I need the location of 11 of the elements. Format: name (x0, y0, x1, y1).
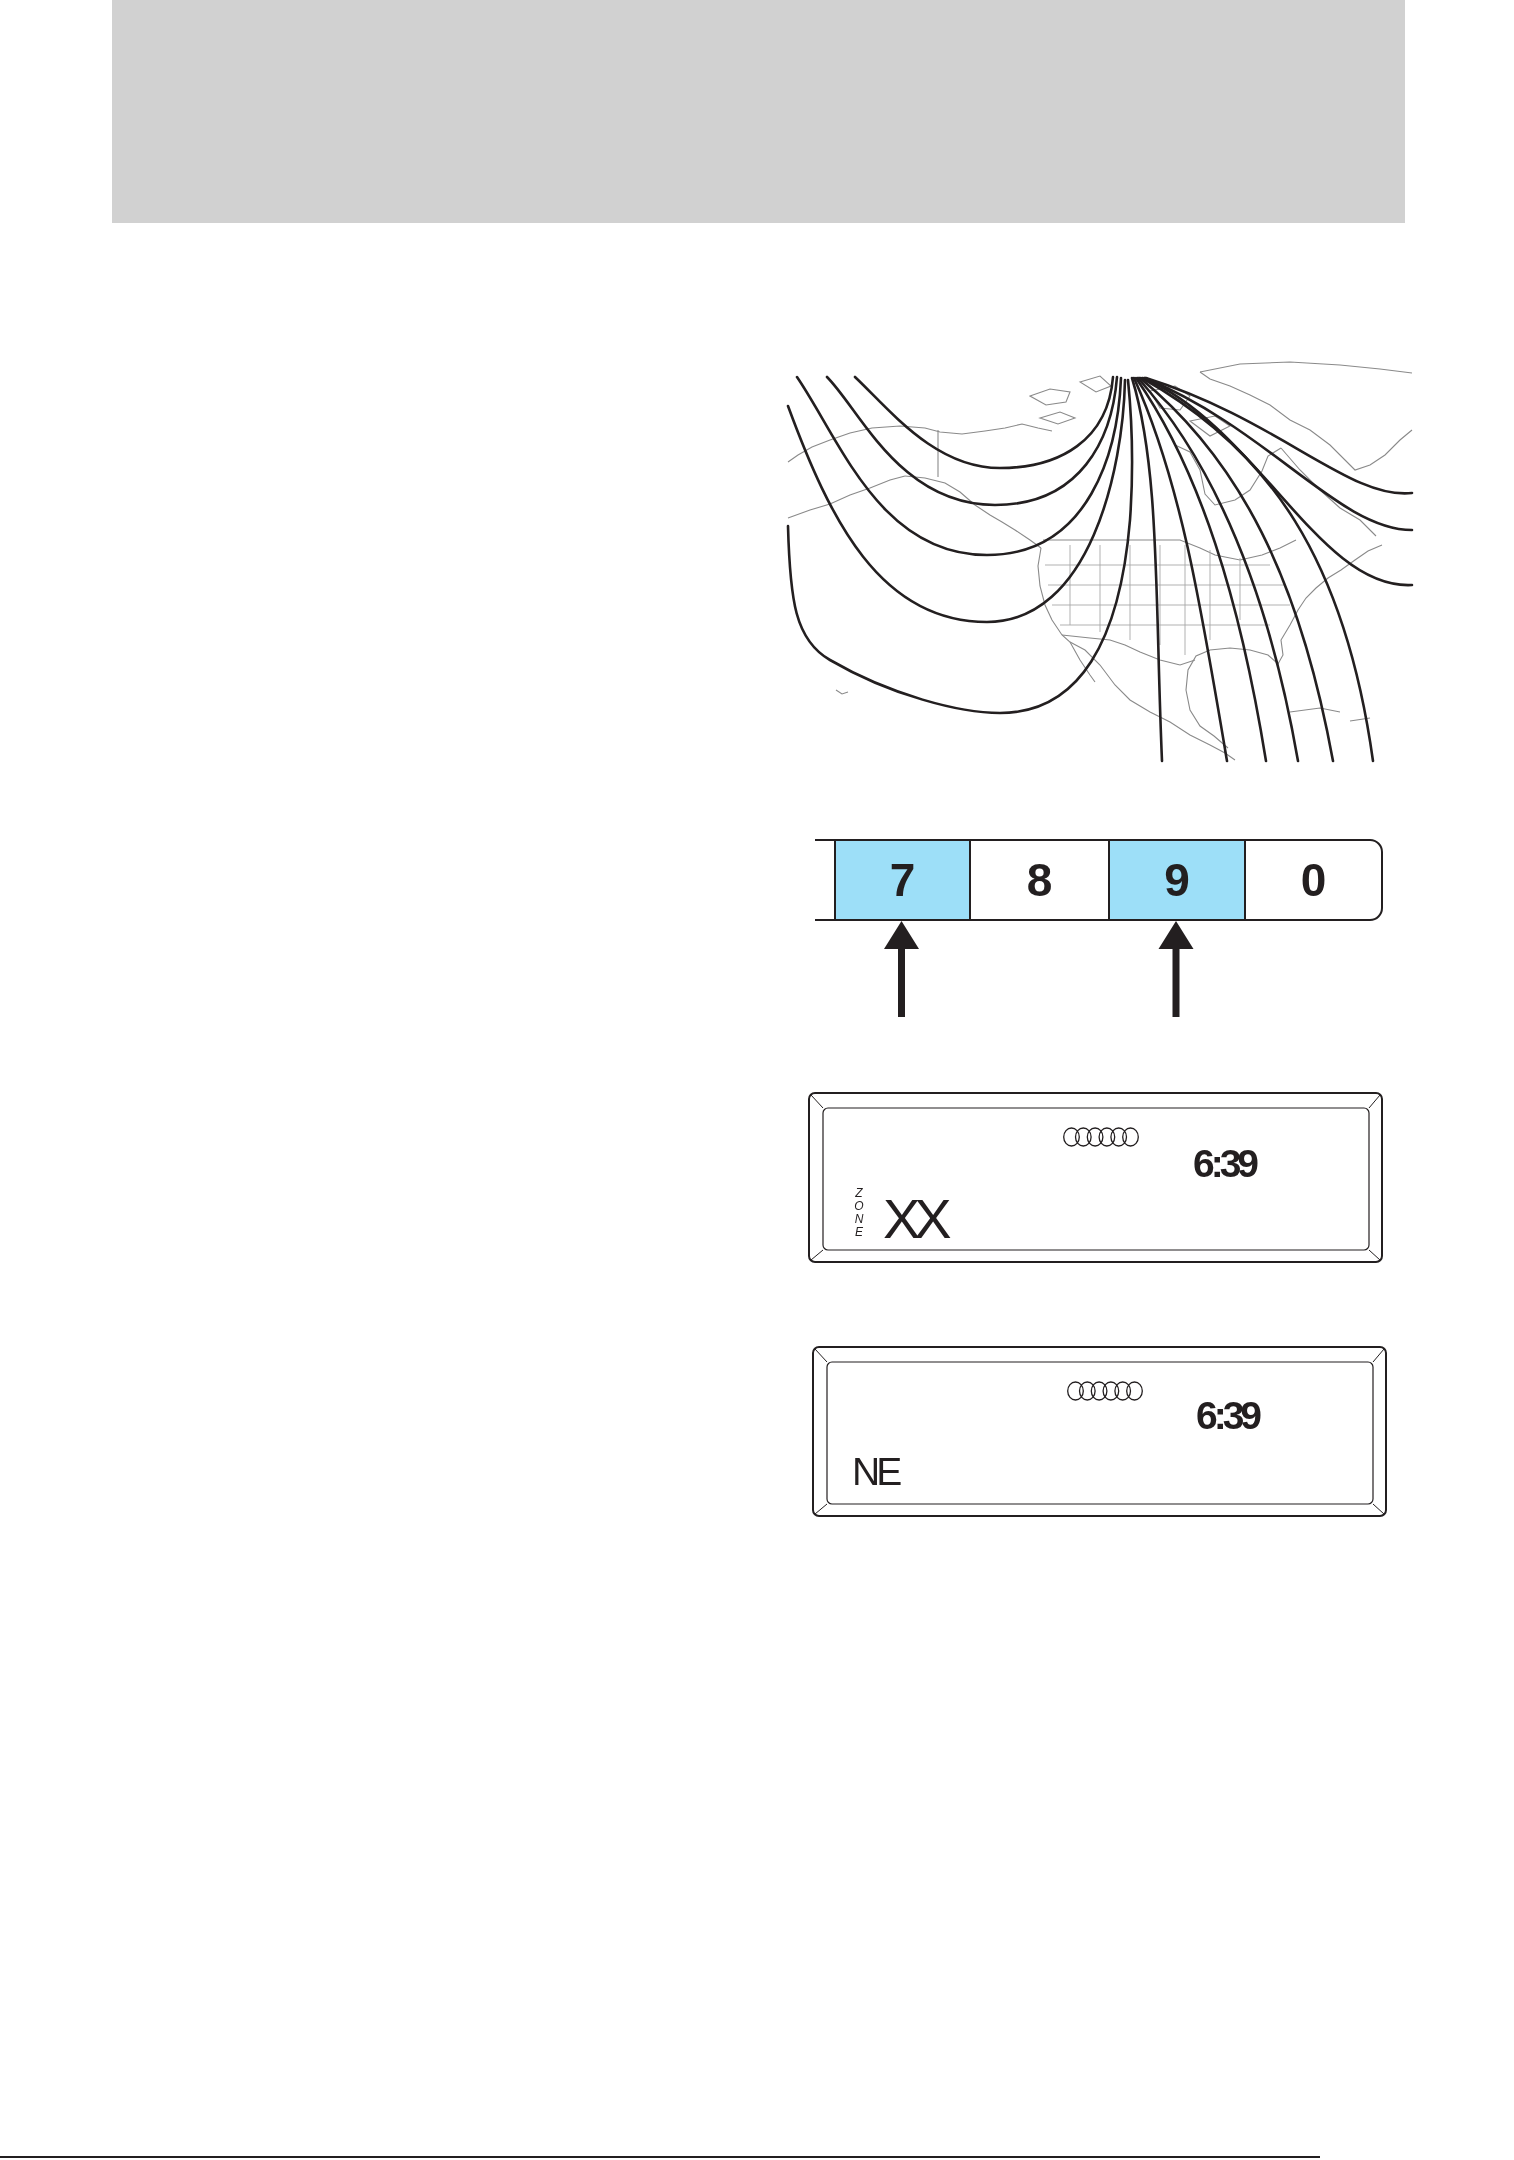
preset-button: 0 (1244, 839, 1383, 921)
clock-time: 6:39 (1196, 1396, 1259, 1435)
preset-button: 8 (969, 839, 1108, 921)
lcd-display (812, 1346, 1387, 1517)
zone-value: XX (883, 1191, 946, 1247)
preset-button: 9 (1108, 839, 1244, 921)
lcd-display (808, 1092, 1383, 1263)
compass-heading: NE (852, 1452, 899, 1491)
zone-label: ZONE (853, 1187, 865, 1239)
preset-button: 7 (834, 839, 969, 921)
clock-time: 6:39 (1193, 1144, 1256, 1183)
